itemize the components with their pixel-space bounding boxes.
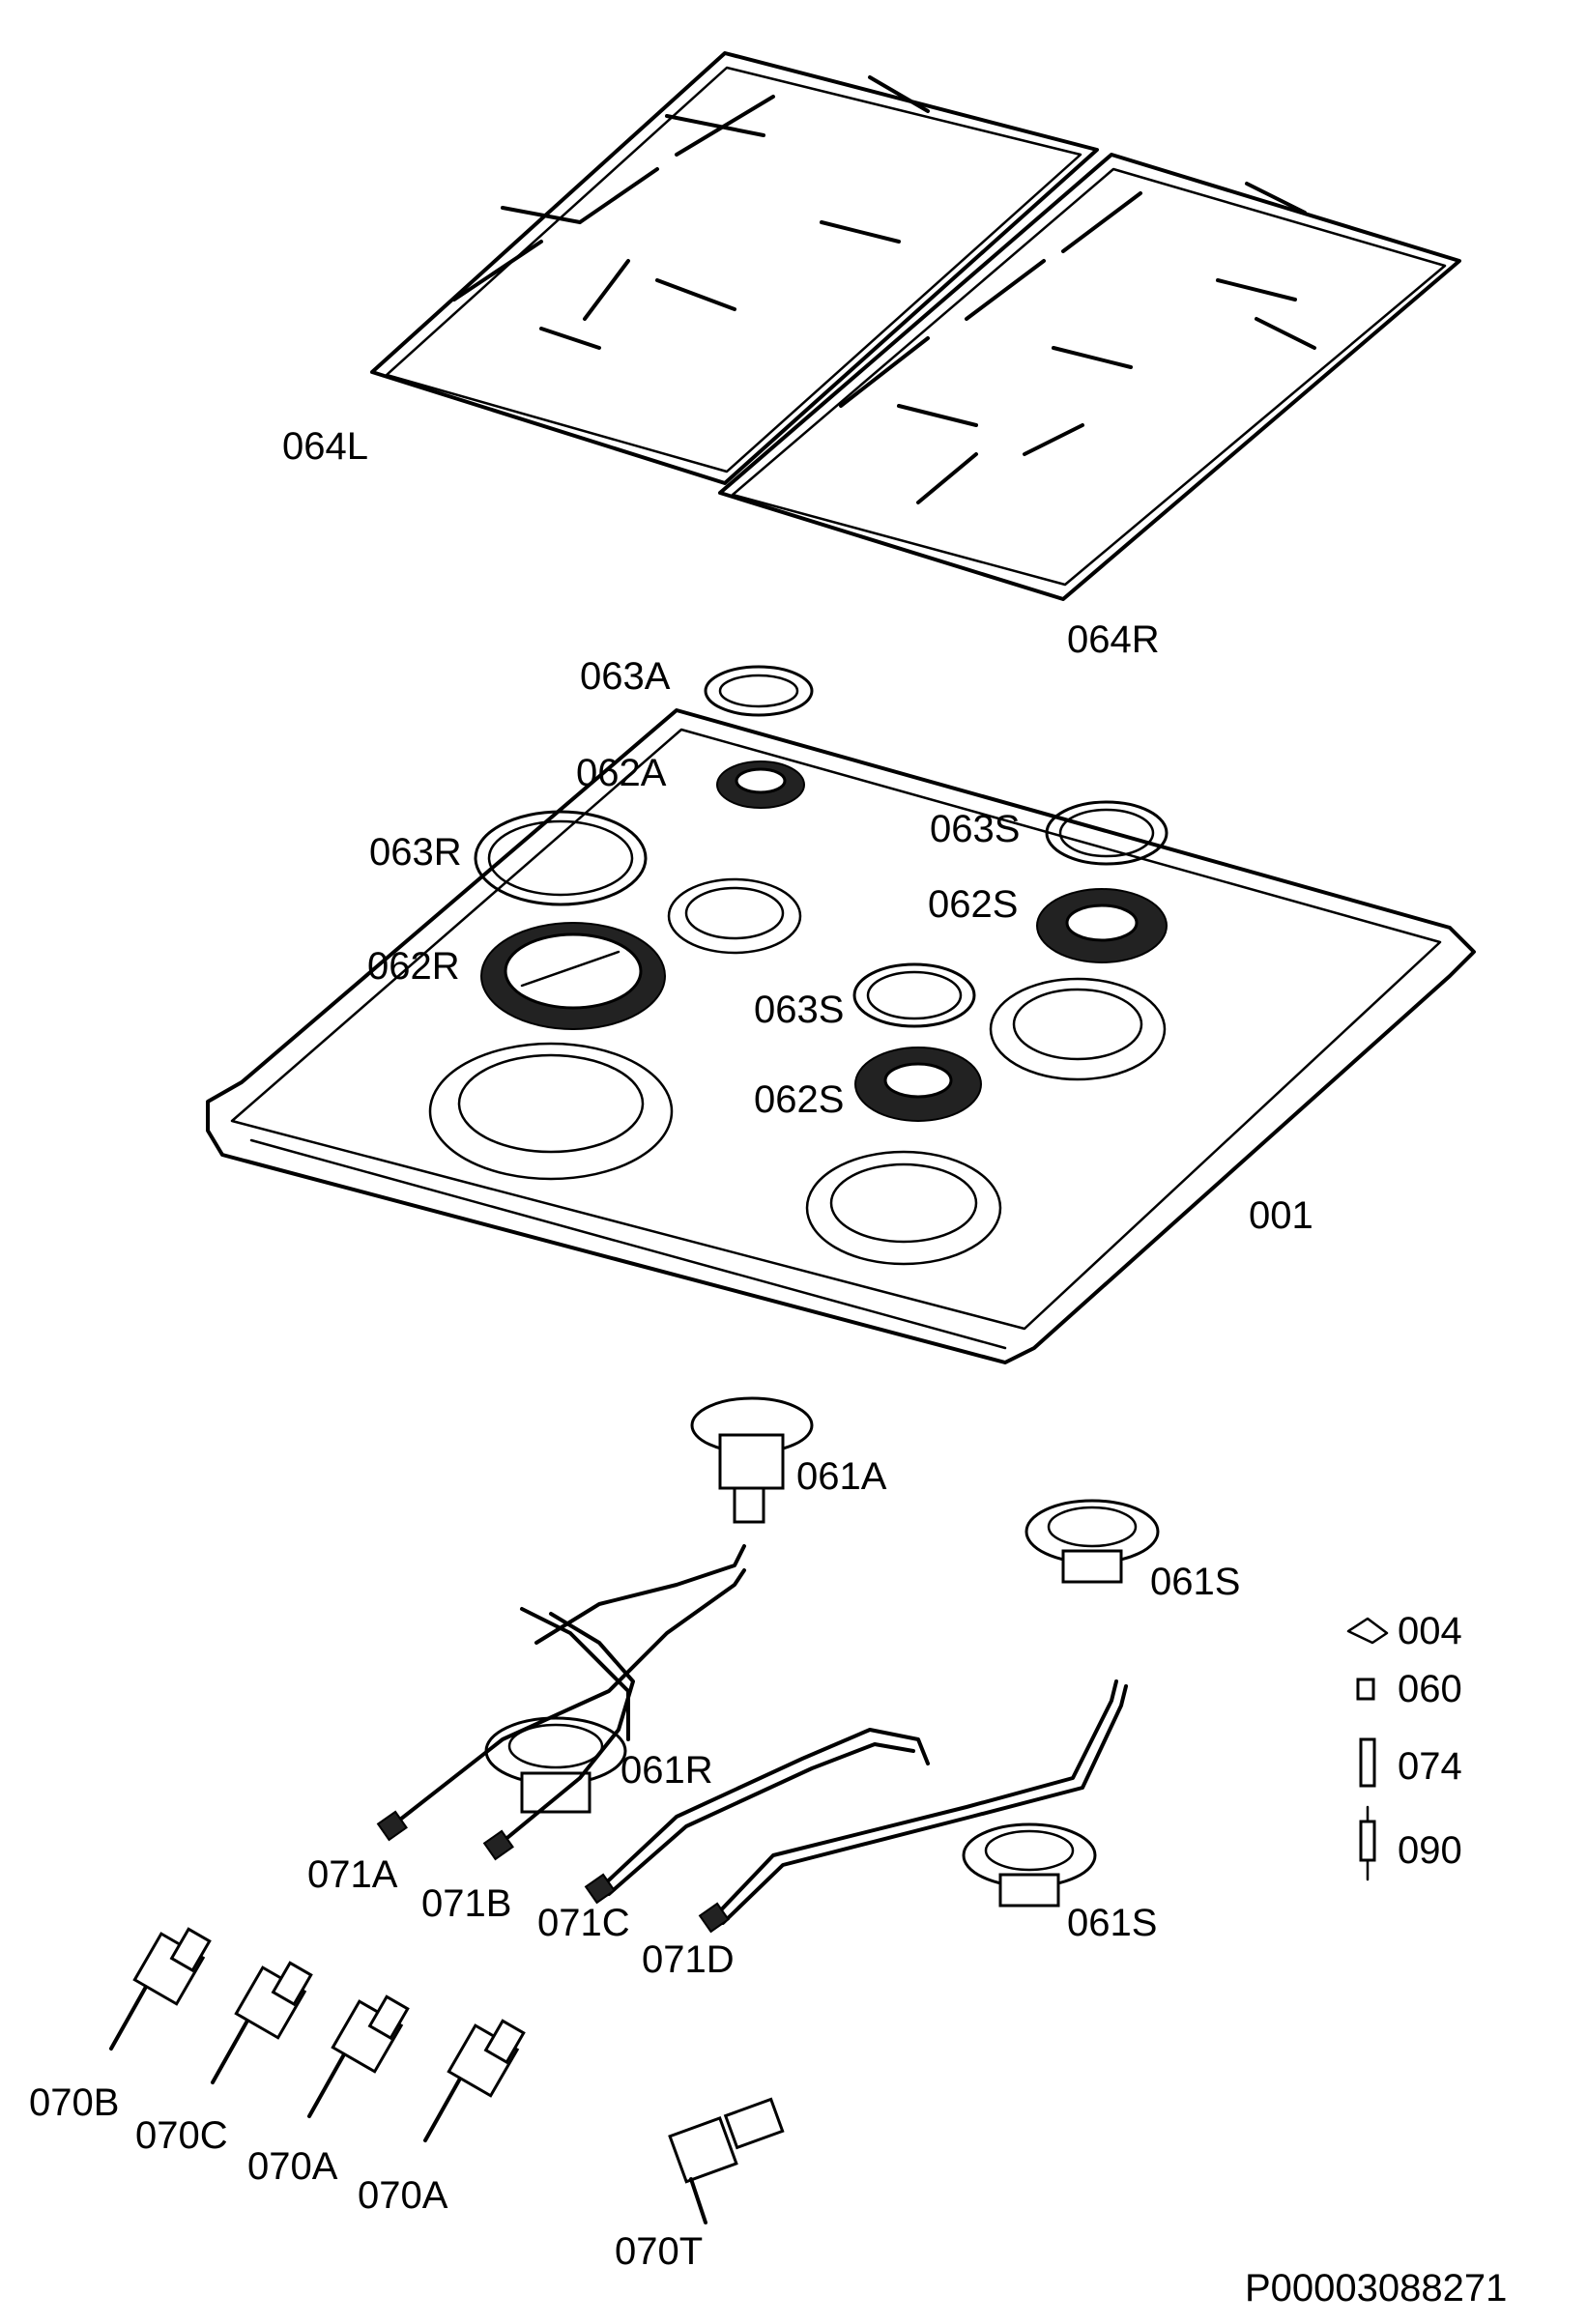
label-071B: 071B — [421, 1882, 512, 1925]
label-062R: 062R — [367, 945, 460, 988]
label-071A: 071A — [307, 1853, 398, 1896]
burner-crown-062R — [480, 922, 666, 1030]
label-070B: 070B — [29, 2081, 120, 2124]
label-061S-bot: 061S — [1067, 1902, 1158, 1944]
label-070T: 070T — [615, 2230, 704, 2273]
label-070A-1: 070A — [247, 2145, 338, 2188]
pan-support-right — [718, 153, 1461, 601]
gas-valve-070A-2 — [423, 2019, 526, 2142]
label-070C: 070C — [135, 2114, 228, 2157]
gas-pipe-071C — [584, 1728, 930, 1905]
burner-cap-063S-mid — [852, 962, 976, 1028]
label-090: 090 — [1398, 1829, 1462, 1872]
pan-support-left — [370, 51, 1099, 485]
burner-crown-062S-top — [1036, 888, 1168, 963]
ignition-plug-090 — [1359, 1805, 1376, 1881]
label-062A: 062A — [576, 752, 667, 794]
gas-valve-070B — [109, 1927, 212, 2051]
burner-body-061S-top — [1024, 1499, 1160, 1584]
label-001: 001 — [1249, 1194, 1313, 1237]
label-064L: 064L — [282, 425, 368, 468]
hob-top-001 — [206, 708, 1476, 1364]
label-061A: 061A — [796, 1455, 887, 1498]
nut-060 — [1356, 1678, 1375, 1701]
label-004: 004 — [1398, 1610, 1462, 1652]
gas-pipe-071D — [698, 1679, 1128, 1934]
gas-valve-070C — [211, 1961, 313, 2084]
clip-004 — [1346, 1617, 1389, 1645]
label-061S-top: 061S — [1150, 1561, 1241, 1603]
label-062S-top: 062S — [928, 883, 1019, 926]
burner-body-061S-bot — [962, 1822, 1097, 1908]
gas-valve-070A-1 — [307, 1994, 410, 2118]
burner-body-061A — [690, 1396, 814, 1524]
thermocouple-074 — [1359, 1737, 1376, 1788]
burner-cap-063R — [474, 810, 648, 906]
label-071D: 071D — [642, 1938, 735, 1981]
label-074: 074 — [1398, 1745, 1462, 1788]
label-071C: 071C — [537, 1902, 630, 1944]
gas-valve-070T — [668, 2097, 785, 2224]
label-063A: 063A — [580, 655, 671, 698]
label-060: 060 — [1398, 1668, 1462, 1710]
label-062S-mid: 062S — [754, 1078, 845, 1121]
document-number: P00003088271 — [1245, 2267, 1508, 2310]
gas-pipe-071A — [376, 1544, 746, 1842]
burner-crown-062S-mid — [854, 1047, 982, 1122]
burner-crown-062A — [716, 760, 805, 809]
burner-cap-063A — [704, 665, 814, 717]
label-070A-2: 070A — [358, 2174, 448, 2217]
gas-pipe-071B — [482, 1607, 635, 1861]
label-063S-top: 063S — [930, 808, 1021, 850]
label-061R: 061R — [620, 1749, 713, 1792]
label-063S-mid: 063S — [754, 989, 845, 1031]
label-064R: 064R — [1067, 618, 1160, 661]
label-063R: 063R — [369, 831, 462, 874]
